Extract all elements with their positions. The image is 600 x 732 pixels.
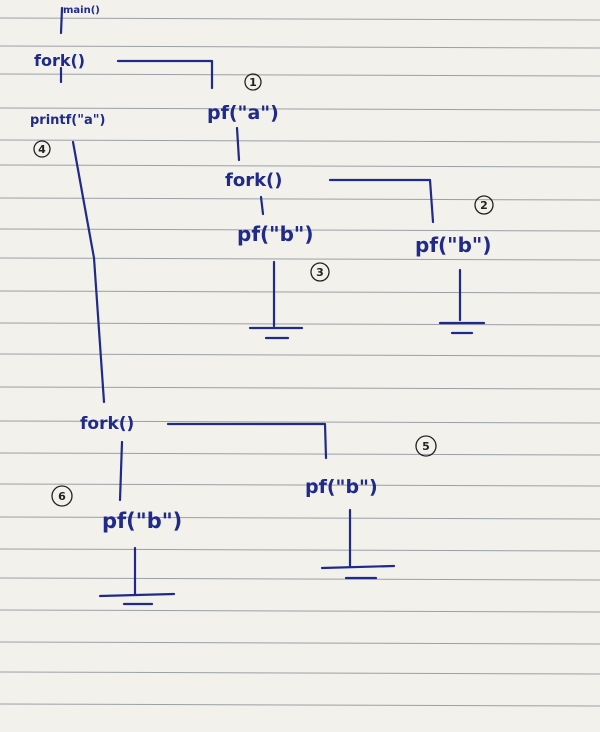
ruled-line [0, 452, 600, 456]
ruled-line [0, 257, 600, 261]
bottom-fork-branch [166, 422, 328, 460]
pf-b-3-label: pf("b") [237, 222, 313, 246]
fork-mid-label: fork() [225, 170, 283, 191]
pf-a-right-label: pf("a") [207, 102, 279, 124]
ruled-line [0, 197, 600, 201]
ruled-line [0, 386, 600, 390]
marker-6-text: 6 [58, 490, 66, 503]
marker-3-text: 3 [316, 266, 324, 279]
main-label: main() [63, 5, 100, 16]
marker-5: 5 [415, 435, 437, 457]
ruled-line [0, 107, 600, 111]
ruled-line [0, 671, 600, 675]
pf-b-2-label: pf("b") [415, 233, 491, 257]
top-fork-branch [116, 59, 214, 90]
ruled-line [0, 228, 600, 232]
ruled-line [0, 483, 600, 487]
terminal-6-ground [98, 592, 176, 606]
ruled-line [0, 609, 600, 613]
terminal-5-ground [320, 564, 396, 580]
ruled-line [0, 17, 600, 21]
ruled-line [0, 73, 600, 77]
ruled-line [0, 322, 600, 326]
mid-fork-branch [328, 178, 435, 224]
marker-6: 6 [51, 485, 73, 507]
ruled-line [0, 420, 600, 424]
fork-bottom-label: fork() [80, 414, 134, 434]
marker-2-text: 2 [480, 199, 488, 212]
ruled-line [0, 290, 600, 294]
marker-3: 3 [310, 262, 330, 282]
marker-2: 2 [474, 195, 494, 215]
printf-a-left-label: printf("a") [30, 113, 106, 128]
ruled-line [0, 516, 600, 520]
ruled-line [0, 45, 600, 49]
ruled-line [0, 548, 600, 552]
mid-fork-stem [259, 195, 265, 216]
main-stem [59, 6, 64, 35]
marker-1: 1 [244, 73, 262, 91]
ruled-line [0, 353, 600, 357]
pf-b-5-label: pf("b") [305, 476, 378, 498]
marker-4-text: 4 [38, 143, 46, 156]
bottom-fork-stem [118, 440, 124, 502]
ruled-line [0, 164, 600, 168]
ruled-line [0, 703, 600, 707]
terminal-2-ground [438, 321, 486, 335]
left-process-line [71, 140, 106, 404]
ruled-line [0, 641, 600, 645]
ink-strokes [59, 6, 486, 606]
pf-b-6-label: pf("b") [102, 509, 182, 533]
fork-top-label: fork() [34, 51, 85, 70]
child-stem [235, 126, 241, 162]
ruled-line [0, 577, 600, 581]
terminal-3-ground [248, 326, 304, 340]
marker-4: 4 [33, 140, 51, 158]
marker-1-text: 1 [249, 76, 257, 89]
ruled-line [0, 139, 600, 143]
marker-5-text: 5 [422, 440, 430, 453]
